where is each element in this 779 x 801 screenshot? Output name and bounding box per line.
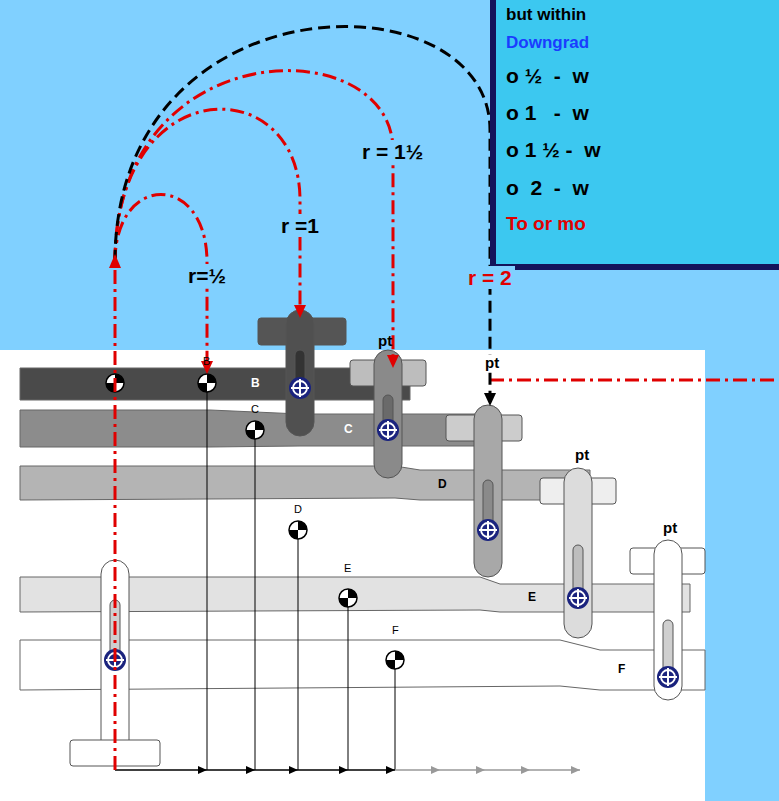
radius-label: r=½	[185, 264, 229, 287]
radius-label: r =1	[278, 214, 322, 237]
note-line: Downgrad	[506, 34, 589, 53]
marker-letter: E	[344, 562, 351, 574]
plane-letter: F	[618, 663, 625, 676]
marker-letter: D	[294, 503, 302, 515]
pivot-label: pt	[378, 333, 392, 350]
plane-letter: C	[344, 423, 353, 436]
radius-label: r = 2	[465, 266, 515, 289]
radius-label: r = 1½	[359, 140, 426, 163]
note-line: o ½ - w	[506, 64, 589, 87]
note-box: but withinDowngrad o ½ - w o 1 - w o 1 ½ - …	[490, 0, 779, 270]
pivot-label: pt	[575, 447, 589, 464]
note-line: o 2 - w	[506, 176, 589, 199]
marker-letter: C	[251, 403, 259, 415]
note-line: o 1 - w	[506, 101, 589, 124]
marker-letter: B	[203, 355, 210, 367]
plane-letter: D	[438, 478, 447, 491]
plane-letter: E	[528, 591, 536, 604]
pivot-label: pt	[482, 355, 502, 372]
pivot-label: pt	[663, 520, 677, 537]
marker-letter: F	[392, 624, 399, 636]
plane-letter: B	[251, 377, 260, 390]
note-line: To or mo	[506, 214, 586, 235]
note-line: but within	[506, 6, 586, 25]
note-line: o 1 ½ - w	[506, 138, 601, 161]
